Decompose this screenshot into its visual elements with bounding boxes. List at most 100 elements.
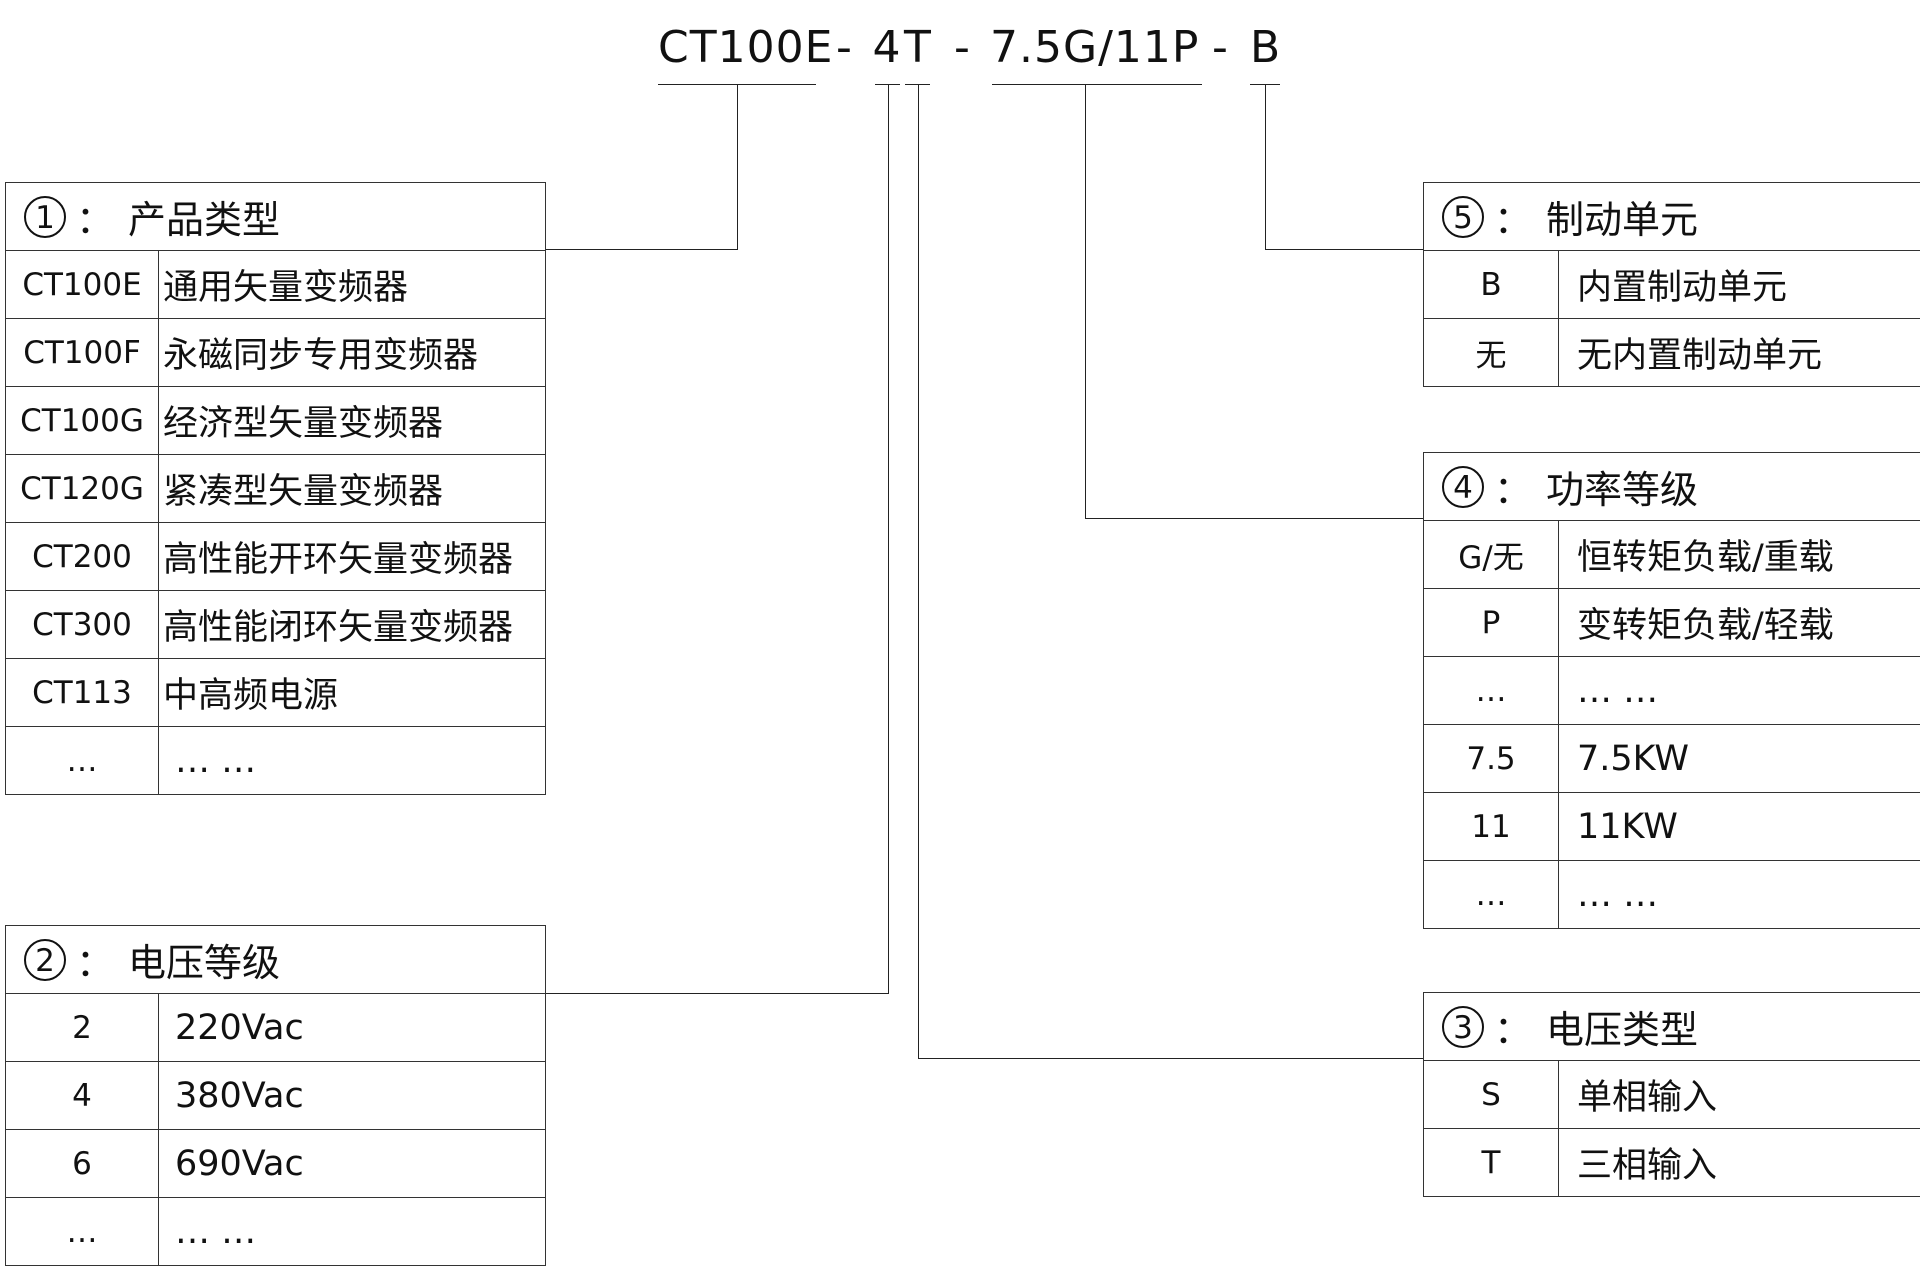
power-level-header: 4： 功率等级: [1423, 452, 1920, 521]
power-code: P: [1423, 588, 1559, 657]
connector-voltage-level-vertical: [888, 85, 889, 993]
code-separator-2: -: [954, 22, 970, 73]
voltage-type-code: S: [1423, 1060, 1559, 1129]
voltage-code: 2: [5, 993, 159, 1062]
power-desc: 11KW: [1558, 792, 1920, 861]
code-voltage-type: T: [904, 22, 932, 73]
code-separator-3: -: [1212, 22, 1228, 73]
voltage-desc: 380Vac: [158, 1061, 546, 1130]
product-code: …: [5, 726, 159, 795]
underline-product: [658, 84, 816, 85]
voltage-level-title-cell: 2：电压等级: [5, 925, 546, 994]
power-desc: 变转矩负载/轻载: [1558, 588, 1920, 657]
product-desc: 中高频电源: [158, 658, 546, 727]
code-brake: B: [1250, 22, 1282, 73]
connector-power-vertical: [1085, 85, 1086, 518]
underline-voltage-type: [905, 84, 930, 85]
product-code: CT120G: [5, 454, 159, 523]
circled-number-1: 1: [24, 195, 66, 238]
brake-unit-header: 5：制动单元: [1423, 182, 1920, 251]
connector-voltage-type-vertical: [918, 85, 919, 1058]
circled-number-2: 2: [24, 938, 66, 981]
voltage-type-desc: 三相输入: [1558, 1128, 1920, 1197]
product-code: CT100G: [5, 386, 159, 455]
product-type-title-cell: 1：产品类型: [5, 182, 546, 251]
brake-unit-title-cell: 5：制动单元: [1423, 182, 1920, 251]
voltage-code: …: [5, 1197, 159, 1266]
product-desc: 高性能开环矢量变频器: [158, 522, 546, 591]
product-code: CT100F: [5, 318, 159, 387]
voltage-desc: … …: [158, 1197, 546, 1266]
title-colon: ：: [1494, 198, 1533, 242]
product-desc: 高性能闭环矢量变频器: [158, 590, 546, 659]
underline-power: [992, 84, 1202, 85]
brake-desc: 无内置制动单元: [1558, 318, 1920, 387]
voltage-desc: 220Vac: [158, 993, 546, 1062]
table-row: …… …: [5, 1197, 546, 1266]
brake-code: 无: [1423, 318, 1559, 387]
voltage-type-title-cell: 3：电压类型: [1423, 992, 1920, 1061]
voltage-type-code: T: [1423, 1128, 1559, 1197]
voltage-desc: 690Vac: [158, 1129, 546, 1198]
product-desc: 通用矢量变频器: [158, 250, 546, 319]
code-product: CT100E: [658, 22, 834, 73]
voltage-code: 6: [5, 1129, 159, 1198]
title-colon: ：: [1494, 1008, 1533, 1052]
title-colon: ：: [76, 198, 115, 242]
product-code: CT113: [5, 658, 159, 727]
product-desc: … …: [158, 726, 546, 795]
circled-number-4: 4: [1442, 465, 1484, 508]
table-row: G/无恒转矩负载/重载: [1423, 520, 1920, 589]
table-row: …… …: [1423, 860, 1920, 929]
brake-unit-title: 制动单元: [1546, 198, 1699, 242]
power-code: …: [1423, 656, 1559, 725]
table-row: …… …: [1423, 656, 1920, 725]
power-code: G/无: [1423, 520, 1559, 589]
power-level-title: 功率等级: [1546, 468, 1699, 512]
voltage-type-desc: 单相输入: [1558, 1060, 1920, 1129]
connector-product-horizontal: [545, 249, 738, 250]
power-level-title-cell: 4： 功率等级: [1423, 452, 1920, 521]
power-code: 7.5: [1423, 724, 1559, 793]
title-colon: ：: [1494, 468, 1533, 512]
table-row: 无无内置制动单元: [1423, 318, 1920, 387]
connector-voltage-type-horizontal: [918, 1058, 1423, 1059]
underline-brake: [1250, 84, 1280, 85]
voltage-type-header: 3：电压类型: [1423, 992, 1920, 1061]
brake-desc: 内置制动单元: [1558, 250, 1920, 319]
product-code: CT200: [5, 522, 159, 591]
connector-brake-vertical: [1265, 85, 1266, 249]
product-type-header: 1：产品类型: [5, 182, 546, 251]
connector-brake-horizontal: [1265, 249, 1423, 250]
power-desc: 7.5KW: [1558, 724, 1920, 793]
power-desc: … …: [1558, 656, 1920, 725]
connector-power-horizontal: [1085, 518, 1423, 519]
product-code: CT300: [5, 590, 159, 659]
voltage-code: 4: [5, 1061, 159, 1130]
underline-voltage-level: [875, 84, 900, 85]
table-row: …… …: [5, 726, 546, 795]
brake-code: B: [1423, 250, 1559, 319]
power-code: 11: [1423, 792, 1559, 861]
connector-voltage-level-horizontal: [545, 993, 889, 994]
power-code: …: [1423, 860, 1559, 929]
voltage-level-title: 电压等级: [128, 941, 281, 985]
circled-number-3: 3: [1442, 1005, 1484, 1048]
